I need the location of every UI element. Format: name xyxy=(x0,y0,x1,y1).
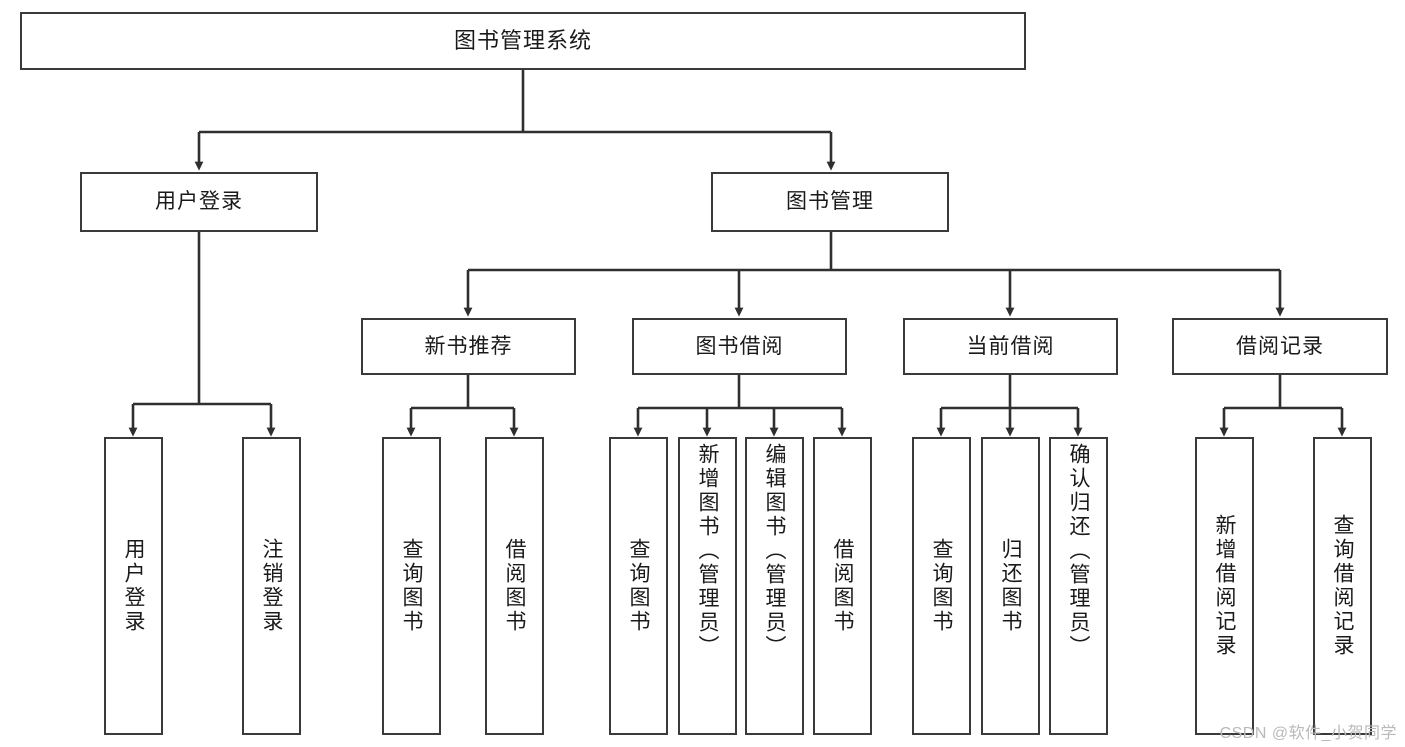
leaf-current-borrow-query-book[interactable]: 查询图书 xyxy=(912,437,971,735)
node-label: 图书管理系统 xyxy=(453,27,592,53)
node-label: 注销登录 xyxy=(260,538,283,634)
node-borrow-records[interactable]: 借阅记录 xyxy=(1172,318,1388,375)
leaf-current-borrow-return-book[interactable]: 归还图书 xyxy=(981,437,1040,735)
node-label: 编辑图书（管理员） xyxy=(763,443,786,659)
leaf-records-add-record[interactable]: 新增借阅记录 xyxy=(1195,437,1254,735)
node-label: 归还图书 xyxy=(999,538,1022,634)
leaf-user-login-login[interactable]: 用户登录 xyxy=(104,437,163,735)
node-label: 确认归还（管理员） xyxy=(1067,443,1090,659)
node-label: 查询图书 xyxy=(400,538,423,634)
leaf-new-book-borrow-book[interactable]: 借阅图书 xyxy=(485,437,544,735)
node-label: 借阅记录 xyxy=(1236,334,1324,358)
node-label: 查询图书 xyxy=(930,538,953,634)
node-label: 查询图书 xyxy=(627,538,650,634)
leaf-book-borrow-query-book[interactable]: 查询图书 xyxy=(609,437,668,735)
leaf-book-borrow-add-book-admin[interactable]: 新增图书（管理员） xyxy=(678,437,737,735)
leaf-new-book-query-book[interactable]: 查询图书 xyxy=(382,437,441,735)
leaf-user-login-logout[interactable]: 注销登录 xyxy=(242,437,301,735)
node-label: 图书借阅 xyxy=(695,334,784,358)
leaf-book-borrow-edit-book-admin[interactable]: 编辑图书（管理员） xyxy=(745,437,804,735)
leaf-records-query-record[interactable]: 查询借阅记录 xyxy=(1313,437,1372,735)
node-label: 借阅图书 xyxy=(503,538,526,634)
node-root-book-management-system[interactable]: 图书管理系统 xyxy=(20,12,1026,70)
node-label: 新书推荐 xyxy=(424,334,513,358)
leaf-current-borrow-confirm-return-admin[interactable]: 确认归还（管理员） xyxy=(1049,437,1108,735)
node-book-management[interactable]: 图书管理 xyxy=(711,172,949,232)
node-user-login[interactable]: 用户登录 xyxy=(80,172,318,232)
node-label: 用户登录 xyxy=(122,538,145,634)
csdn-watermark: CSDN @软件_小贺同学 xyxy=(1219,725,1397,742)
node-label: 新增图书（管理员） xyxy=(696,443,719,659)
node-label: 用户登录 xyxy=(155,190,243,214)
node-label: 当前借阅 xyxy=(966,334,1055,358)
node-label: 图书管理 xyxy=(786,190,874,214)
node-label: 借阅图书 xyxy=(831,538,854,634)
leaf-book-borrow-borrow-book[interactable]: 借阅图书 xyxy=(813,437,872,735)
node-new-book-recommend[interactable]: 新书推荐 xyxy=(361,318,576,375)
node-label: 查询借阅记录 xyxy=(1331,514,1354,658)
node-book-borrow[interactable]: 图书借阅 xyxy=(632,318,847,375)
node-current-borrow[interactable]: 当前借阅 xyxy=(903,318,1118,375)
node-label: 新增借阅记录 xyxy=(1213,514,1236,658)
